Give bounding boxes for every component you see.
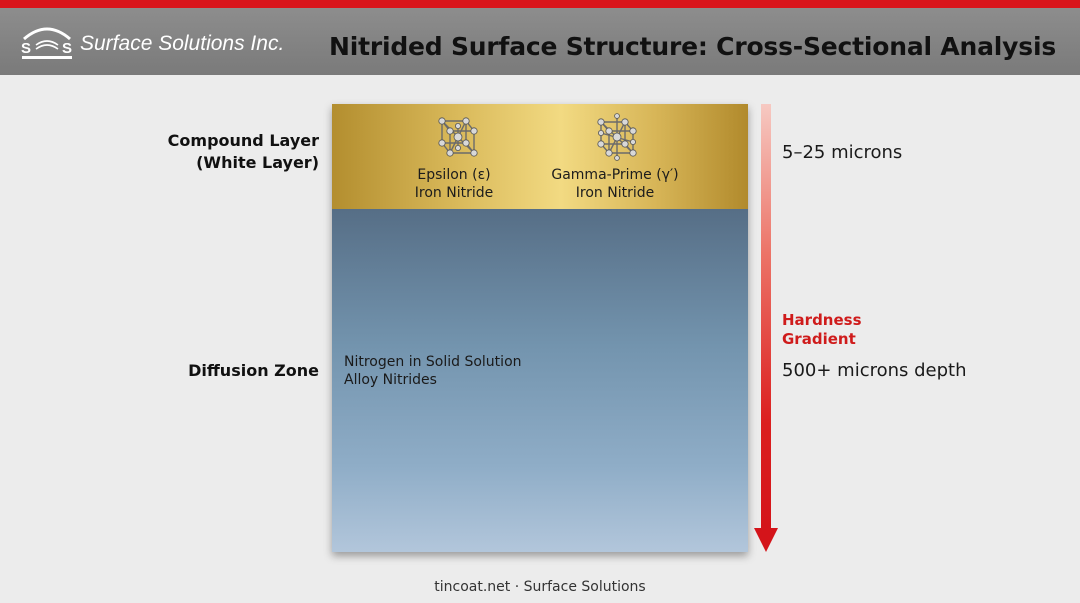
gamma-prime-crystal-icon: [597, 113, 637, 161]
compound-layer-label-line2: (White Layer): [196, 153, 319, 172]
diffusion-zone-band: [332, 209, 748, 552]
footer-credit: tincoat.net · Surface Solutions: [434, 579, 646, 595]
compound-thickness: 5–25 microns: [782, 142, 903, 163]
gamma-prime-phase-line1: Gamma-Prime (γ′): [551, 167, 679, 183]
svg-text:S: S: [21, 40, 31, 57]
epsilon-phase-line2: Iron Nitride: [414, 185, 494, 201]
page-title: Nitrided Surface Structure: Cross-Sectio…: [329, 32, 1057, 61]
diffusion-zone-description: Nitrogen in Solid Solution Alloy Nitride…: [344, 353, 522, 389]
accent-bar: [0, 0, 1080, 8]
compound-layer-band: Epsilon (ε) Iron Nitride Gamma-Prime (γ′…: [332, 104, 748, 209]
brand-name: Surface Solutions Inc.: [80, 32, 285, 55]
epsilon-phase-line1: Epsilon (ε): [417, 167, 491, 183]
compound-layer-label: Compound Layer (White Layer): [168, 130, 319, 174]
ss-logo-icon: S S: [21, 27, 72, 59]
diffusion-line2: Alloy Nitrides: [344, 372, 437, 388]
hardness-line1: Hardness: [782, 311, 862, 329]
header-bar: S S Surface Solutions Inc. Nitrided Surf…: [0, 8, 1080, 75]
hardness-line2: Gradient: [782, 330, 856, 348]
gamma-prime-phase-label: Gamma-Prime (γ′) Iron Nitride: [551, 166, 678, 202]
svg-text:S: S: [62, 40, 72, 57]
compound-layer-label-line1: Compound Layer: [167, 131, 319, 150]
cross-section-diagram: Epsilon (ε) Iron Nitride Gamma-Prime (γ′…: [332, 104, 748, 552]
hardness-arrow-icon: [754, 104, 778, 552]
diffusion-zone-label: Diffusion Zone: [188, 361, 319, 380]
epsilon-crystal-icon: [438, 117, 478, 157]
diffusion-depth: 500+ microns depth: [782, 360, 967, 381]
diffusion-line1: Nitrogen in Solid Solution: [344, 354, 522, 370]
epsilon-phase-label: Epsilon (ε) Iron Nitride: [415, 166, 493, 202]
gamma-prime-phase-line2: Iron Nitride: [575, 185, 655, 201]
hardness-gradient-label: Hardness Gradient: [782, 311, 862, 349]
